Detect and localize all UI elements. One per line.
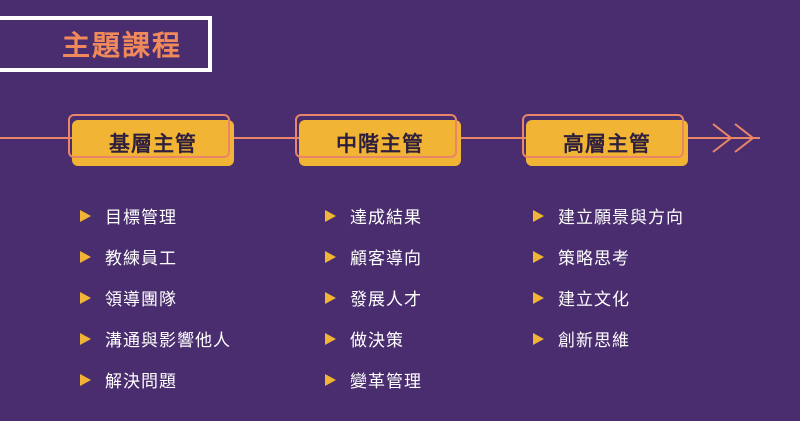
title-frame: [0, 16, 212, 72]
triangle-bullet-icon: [533, 291, 544, 304]
triangle-bullet-icon: [325, 291, 336, 304]
list-item: 顧客導向: [325, 236, 422, 277]
list-item: 變革管理: [325, 359, 422, 400]
badge-fill: [526, 120, 688, 166]
level-badge-middle: 中階主管: [295, 114, 465, 166]
badge-outline: [295, 114, 457, 158]
course-name: 顧客導向: [350, 249, 422, 269]
course-name: 建立願景與方向: [558, 208, 684, 228]
badge-outline: [68, 114, 230, 158]
course-list-senior: 建立願景與方向 策略思考 建立文化 創新思維: [533, 195, 684, 359]
course-name: 達成結果: [350, 208, 422, 228]
list-item: 溝通與影響他人: [80, 318, 231, 359]
triangle-bullet-icon: [533, 209, 544, 222]
badge-outline: [522, 114, 684, 158]
course-list-basic: 目標管理 教練員工 領導團隊 溝通與影響他人 解決問題: [80, 195, 231, 400]
level-label: 高層主管: [563, 132, 651, 156]
list-item: 建立文化: [533, 277, 684, 318]
triangle-bullet-icon: [80, 209, 91, 222]
course-name: 解決問題: [105, 372, 177, 392]
triangle-bullet-icon: [325, 250, 336, 263]
course-name: 教練員工: [105, 249, 177, 269]
list-item: 創新思維: [533, 318, 684, 359]
course-name: 做決策: [350, 331, 404, 351]
triangle-bullet-icon: [80, 291, 91, 304]
list-item: 目標管理: [80, 195, 231, 236]
level-label: 中階主管: [336, 132, 424, 156]
list-item: 領導團隊: [80, 277, 231, 318]
list-item: 策略思考: [533, 236, 684, 277]
course-name: 發展人才: [350, 290, 422, 310]
course-name: 建立文化: [558, 290, 630, 310]
triangle-bullet-icon: [325, 373, 336, 386]
list-item: 達成結果: [325, 195, 422, 236]
course-name: 策略思考: [558, 249, 630, 269]
course-name: 領導團隊: [105, 290, 177, 310]
course-name: 目標管理: [105, 208, 177, 228]
level-badge-basic: 基層主管: [68, 114, 238, 166]
triangle-bullet-icon: [80, 373, 91, 386]
course-name: 創新思維: [558, 331, 630, 351]
level-label: 基層主管: [109, 132, 197, 156]
double-chevron-right-icon: [712, 123, 755, 153]
list-item: 發展人才: [325, 277, 422, 318]
level-badge-senior: 高層主管: [522, 114, 692, 166]
triangle-bullet-icon: [325, 209, 336, 222]
list-item: 解決問題: [80, 359, 231, 400]
course-name: 變革管理: [350, 372, 422, 392]
badge-fill: [299, 120, 461, 166]
triangle-bullet-icon: [325, 332, 336, 345]
triangle-bullet-icon: [80, 332, 91, 345]
triangle-bullet-icon: [533, 332, 544, 345]
triangle-bullet-icon: [533, 250, 544, 263]
list-item: 建立願景與方向: [533, 195, 684, 236]
course-name: 溝通與影響他人: [105, 331, 231, 351]
page-title: 主題課程: [62, 29, 183, 62]
triangle-bullet-icon: [80, 250, 91, 263]
badge-fill: [72, 120, 234, 166]
course-list-middle: 達成結果 顧客導向 發展人才 做決策 變革管理: [325, 195, 422, 400]
list-item: 教練員工: [80, 236, 231, 277]
list-item: 做決策: [325, 318, 422, 359]
